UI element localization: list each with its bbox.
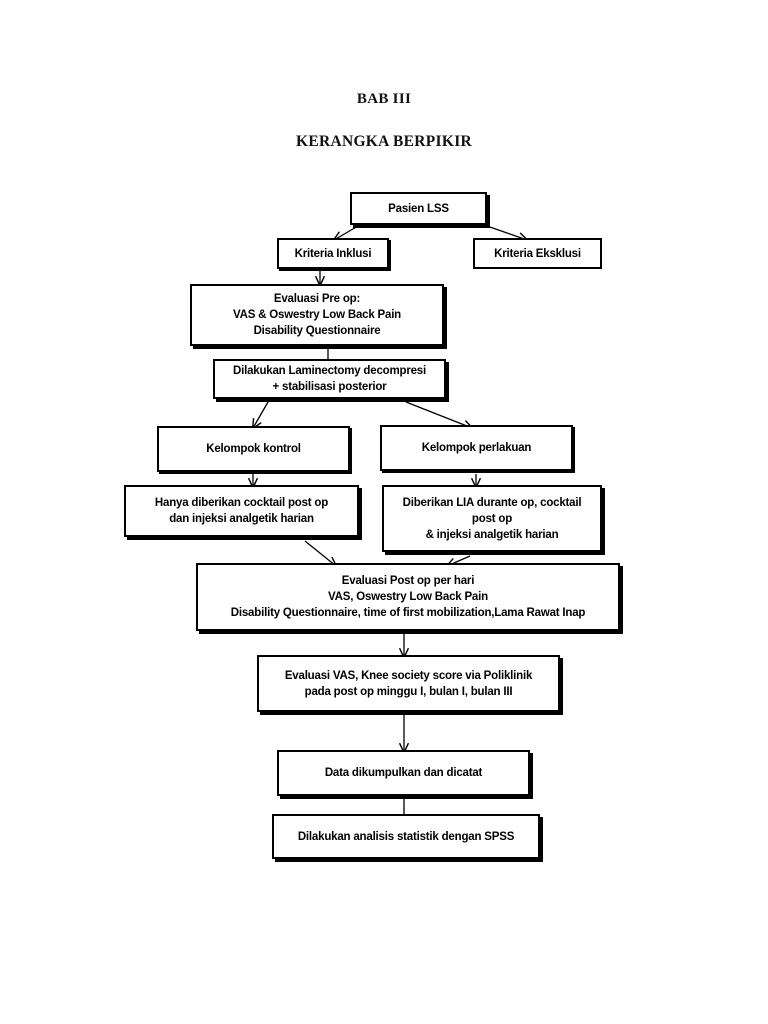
node-cocktail-kontrol[interactable]: Hanya diberikan cocktail post op dan inj… xyxy=(124,485,359,537)
node-evaluasi-post-op[interactable]: Evaluasi Post op per hari VAS, Oswestry … xyxy=(196,563,620,631)
node-label: Data dikumpulkan dan dicatat xyxy=(324,767,483,779)
node-evaluasi-pre-op[interactable]: Evaluasi Pre op: VAS & Oswestry Low Back… xyxy=(190,284,444,346)
node-cocktail-perlakuan[interactable]: Diberikan LIA durante op, cocktail post … xyxy=(382,485,602,552)
node-label: Kriteria Eksklusi xyxy=(494,247,581,260)
edge-pasien-to-inklusi xyxy=(334,225,359,240)
node-kelompok-perlakuan[interactable]: Kelompok perlakuan xyxy=(380,425,573,471)
node-laminectomy[interactable]: Dilakukan Laminectomy decompresi + stabi… xyxy=(213,359,446,399)
edge-pasien-to-eksklusi xyxy=(486,225,527,240)
node-label: Dilakukan analisis statistik dengan SPSS xyxy=(297,830,515,843)
node-label: Hanya diberikan cocktail post op dan inj… xyxy=(154,497,329,525)
node-label: Kelompok kontrol xyxy=(206,443,301,455)
edge-laminectomy-to-kontrol xyxy=(253,401,269,428)
node-label: Kelompok perlakuan xyxy=(421,442,532,454)
edge-laminectomy-to-perlakuan xyxy=(405,401,472,428)
node-data-dikumpulkan[interactable]: Data dikumpulkan dan dicatat xyxy=(277,750,530,796)
node-kriteria-inklusi[interactable]: Kriteria Inklusi xyxy=(277,238,389,269)
node-pasien-lss[interactable]: Pasien LSS xyxy=(350,192,487,225)
node-label: Evaluasi Pre op: VAS & Oswestry Low Back… xyxy=(232,293,402,337)
node-label: Kriteria Inklusi xyxy=(294,247,372,260)
node-analisis-spss[interactable]: Dilakukan analisis statistik dengan SPSS xyxy=(272,814,540,859)
page-title: KERANGKA BERPIKIR xyxy=(295,133,473,150)
chapter-heading: BAB III xyxy=(356,91,412,107)
node-label: Evaluasi VAS, Knee society score via Pol… xyxy=(284,669,533,698)
node-kelompok-kontrol[interactable]: Kelompok kontrol xyxy=(157,426,350,472)
node-label: Pasien LSS xyxy=(388,202,449,215)
node-label: Dilakukan Laminectomy decompresi + stabi… xyxy=(232,365,426,393)
node-kriteria-eksklusi[interactable]: Kriteria Eksklusi xyxy=(473,238,602,269)
node-evaluasi-vas-knee[interactable]: Evaluasi VAS, Knee society score via Pol… xyxy=(257,655,560,712)
node-label: Diberikan LIA durante op, cocktail post … xyxy=(402,496,582,541)
node-label: Evaluasi Post op per hari VAS, Oswestry … xyxy=(230,575,586,619)
edge-cocktail-to-postop xyxy=(304,540,336,566)
